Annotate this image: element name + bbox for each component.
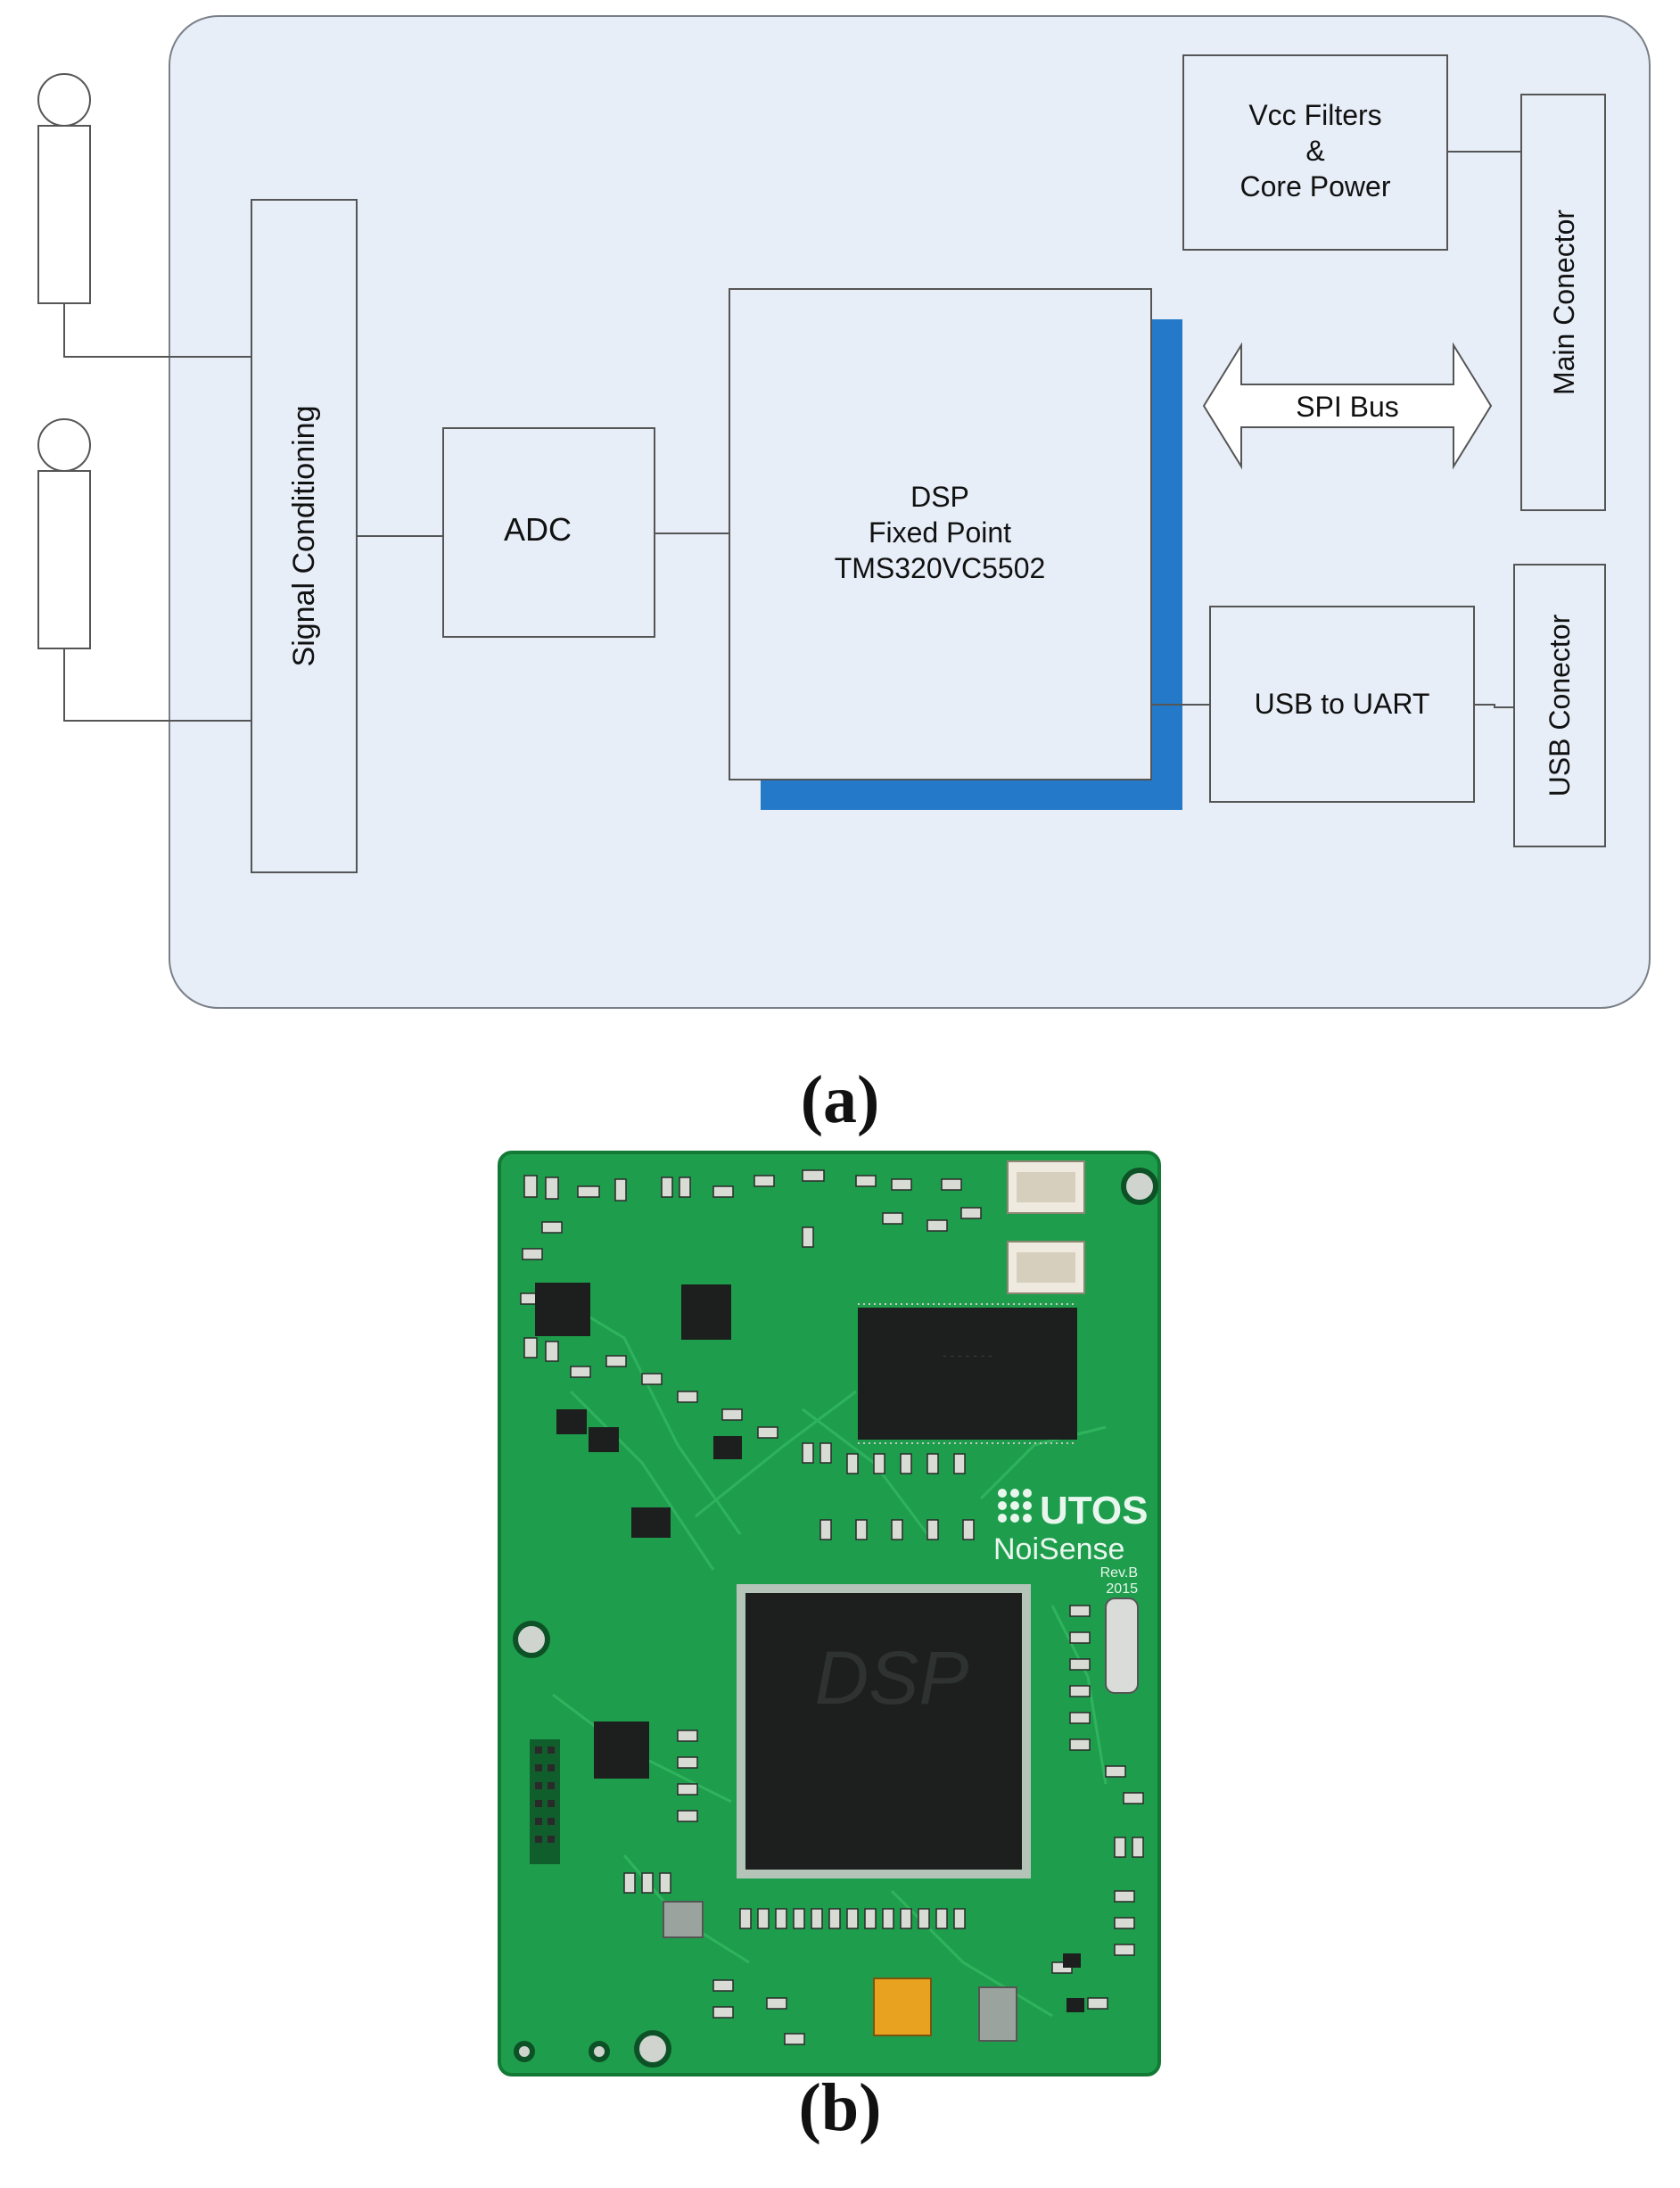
dsp-label-line-3: TMS320VC5502 <box>835 552 1046 584</box>
crystal <box>1105 1598 1139 1694</box>
adc-label: ADC <box>504 511 572 548</box>
year-text: 2015 <box>1106 1581 1138 1597</box>
vcc-filters-line-1: Vcc Filters <box>1248 99 1381 131</box>
main-connector-block <box>1520 94 1606 511</box>
main-connector-label: Main Conector <box>1548 210 1580 395</box>
dsp-chip-logo: DSP <box>815 1636 969 1720</box>
sensor-chip <box>663 1901 704 1938</box>
pcb-traces <box>534 1283 1108 2018</box>
smd-components <box>520 1169 1144 2045</box>
dsp-chip: DSP <box>737 1584 1031 1878</box>
svg-text:- - - - - - -: - - - - - - - <box>943 1348 992 1362</box>
spi-bus-arrow <box>1202 342 1493 470</box>
tantalum-capacitor <box>873 1977 932 2036</box>
signal-conditioning-label: Signal Conditioning <box>287 406 321 667</box>
usb-connector-block <box>1513 564 1606 847</box>
microphone-2-icon <box>37 418 91 649</box>
vcc-filters-line-2: & <box>1305 135 1324 167</box>
mic-1-wire <box>63 303 251 358</box>
utos-logo <box>998 1489 1032 1523</box>
revision-text: Rev.B <box>1100 1565 1138 1581</box>
brand-text: UTOS <box>1040 1489 1148 1532</box>
dsp-label-line-1: DSP <box>910 481 969 513</box>
pcb-photo: - - - - - - - DSP UTOS NoiSense Rev.B 20… <box>498 1151 1161 2077</box>
vcc-filters-line-3: Core Power <box>1240 170 1391 202</box>
uart-usb-wire <box>1474 704 1514 708</box>
small-ics <box>535 1283 1084 2012</box>
adc-block <box>442 427 655 638</box>
block-diagram: Signal Conditioning ADC DSP Fixed Point … <box>37 15 1651 1009</box>
pin-header <box>530 1739 560 1864</box>
spi-bus-label: SPI Bus <box>1296 391 1399 423</box>
caption-b: (b) <box>798 2070 882 2145</box>
mounting-holes <box>513 1168 1158 2068</box>
mic-2-wire <box>63 648 251 722</box>
usb-connector-label: USB Conector <box>1544 614 1576 797</box>
usb-to-uart-block <box>1209 606 1475 803</box>
signal-conditioning-block <box>251 199 358 873</box>
dsp-label-line-2: Fixed Point <box>869 516 1011 549</box>
usb-to-uart-label: USB to UART <box>1255 688 1430 720</box>
caption-a: (a) <box>800 1062 880 1137</box>
microphone-1-icon <box>37 73 91 304</box>
dsp-block <box>729 288 1152 780</box>
product-text: NoiSense <box>993 1532 1124 1566</box>
memory-chip <box>858 1308 1077 1440</box>
